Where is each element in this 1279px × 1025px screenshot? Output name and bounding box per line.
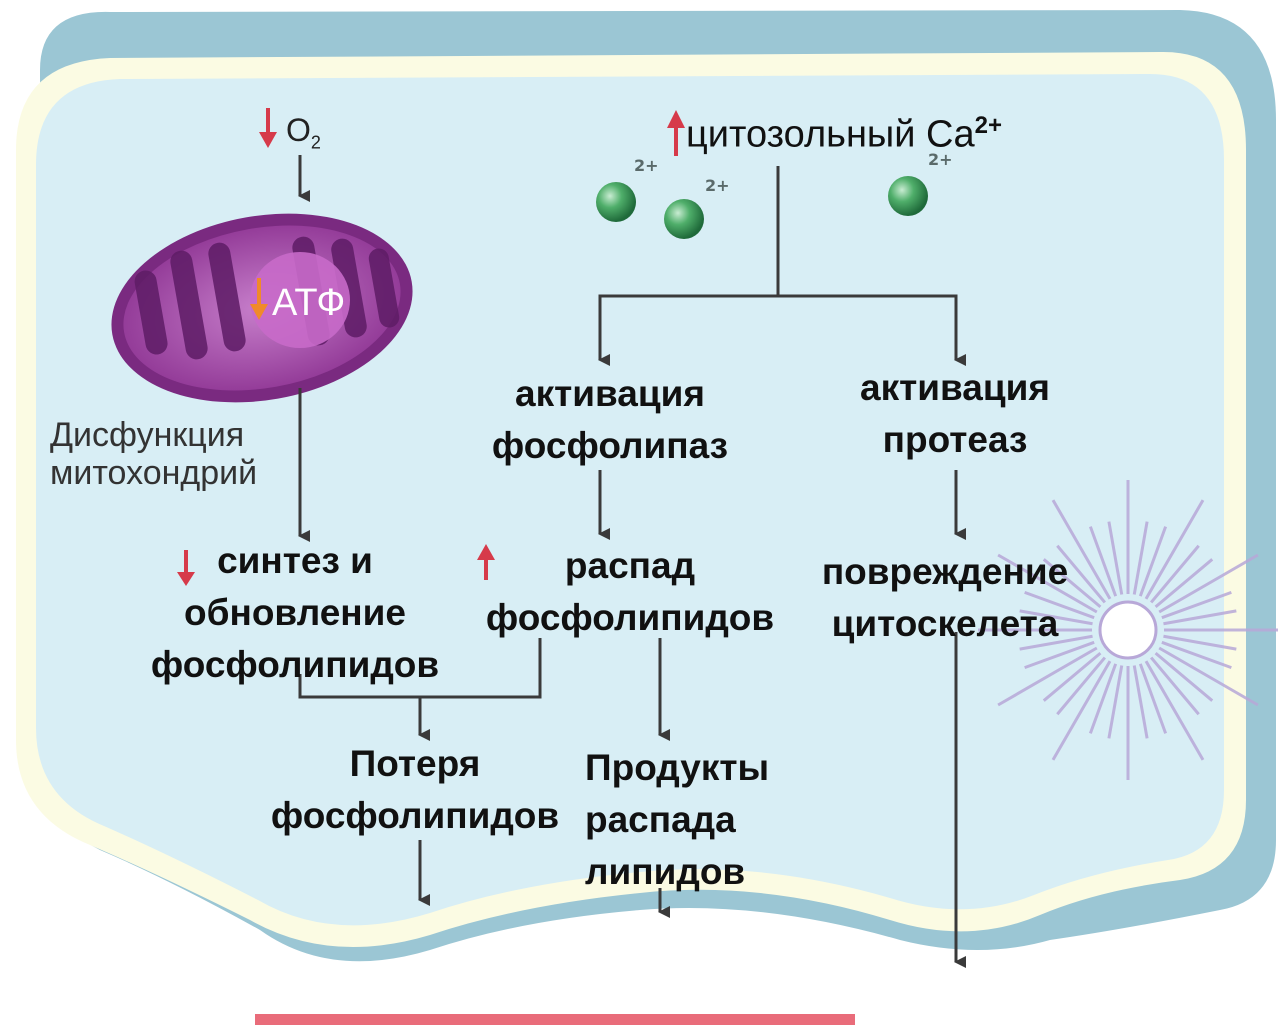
cytoskeleton-damage-label: повреждение цитоскелета — [800, 546, 1090, 650]
cytosolic-calcium-label: цитозольный Ca2+ — [686, 112, 1002, 157]
bottom-red-strip — [255, 1014, 855, 1025]
mitochondrial-dysfunction-label: Дисфункция митохондрий — [50, 416, 257, 492]
lipid-breakdown-products-label: Продукты распада липидов — [585, 742, 815, 898]
phospholipid-breakdown-label: распад фосфолипидов — [470, 540, 790, 644]
calcium-ion-icon — [596, 182, 636, 222]
calcium-ion-icon — [888, 176, 928, 216]
atp-label: АТФ — [272, 282, 345, 325]
protease-activation-label: активация протеаз — [830, 362, 1080, 466]
synthesis-renewal-label: синтез и обновление фосфолипидов — [130, 535, 460, 691]
ion-charge-label: 2+ — [928, 150, 953, 169]
phospholipid-loss-label: Потеря фосфолипидов — [250, 738, 580, 842]
ion-charge-label: 2+ — [705, 176, 730, 195]
o2-label: O2 — [286, 112, 321, 153]
ion-charge-label: 2+ — [634, 156, 659, 175]
phospholipase-activation-label: активация фосфолипаз — [470, 368, 750, 472]
calcium-ion-icon — [664, 199, 704, 239]
burst-ring — [1100, 602, 1156, 658]
